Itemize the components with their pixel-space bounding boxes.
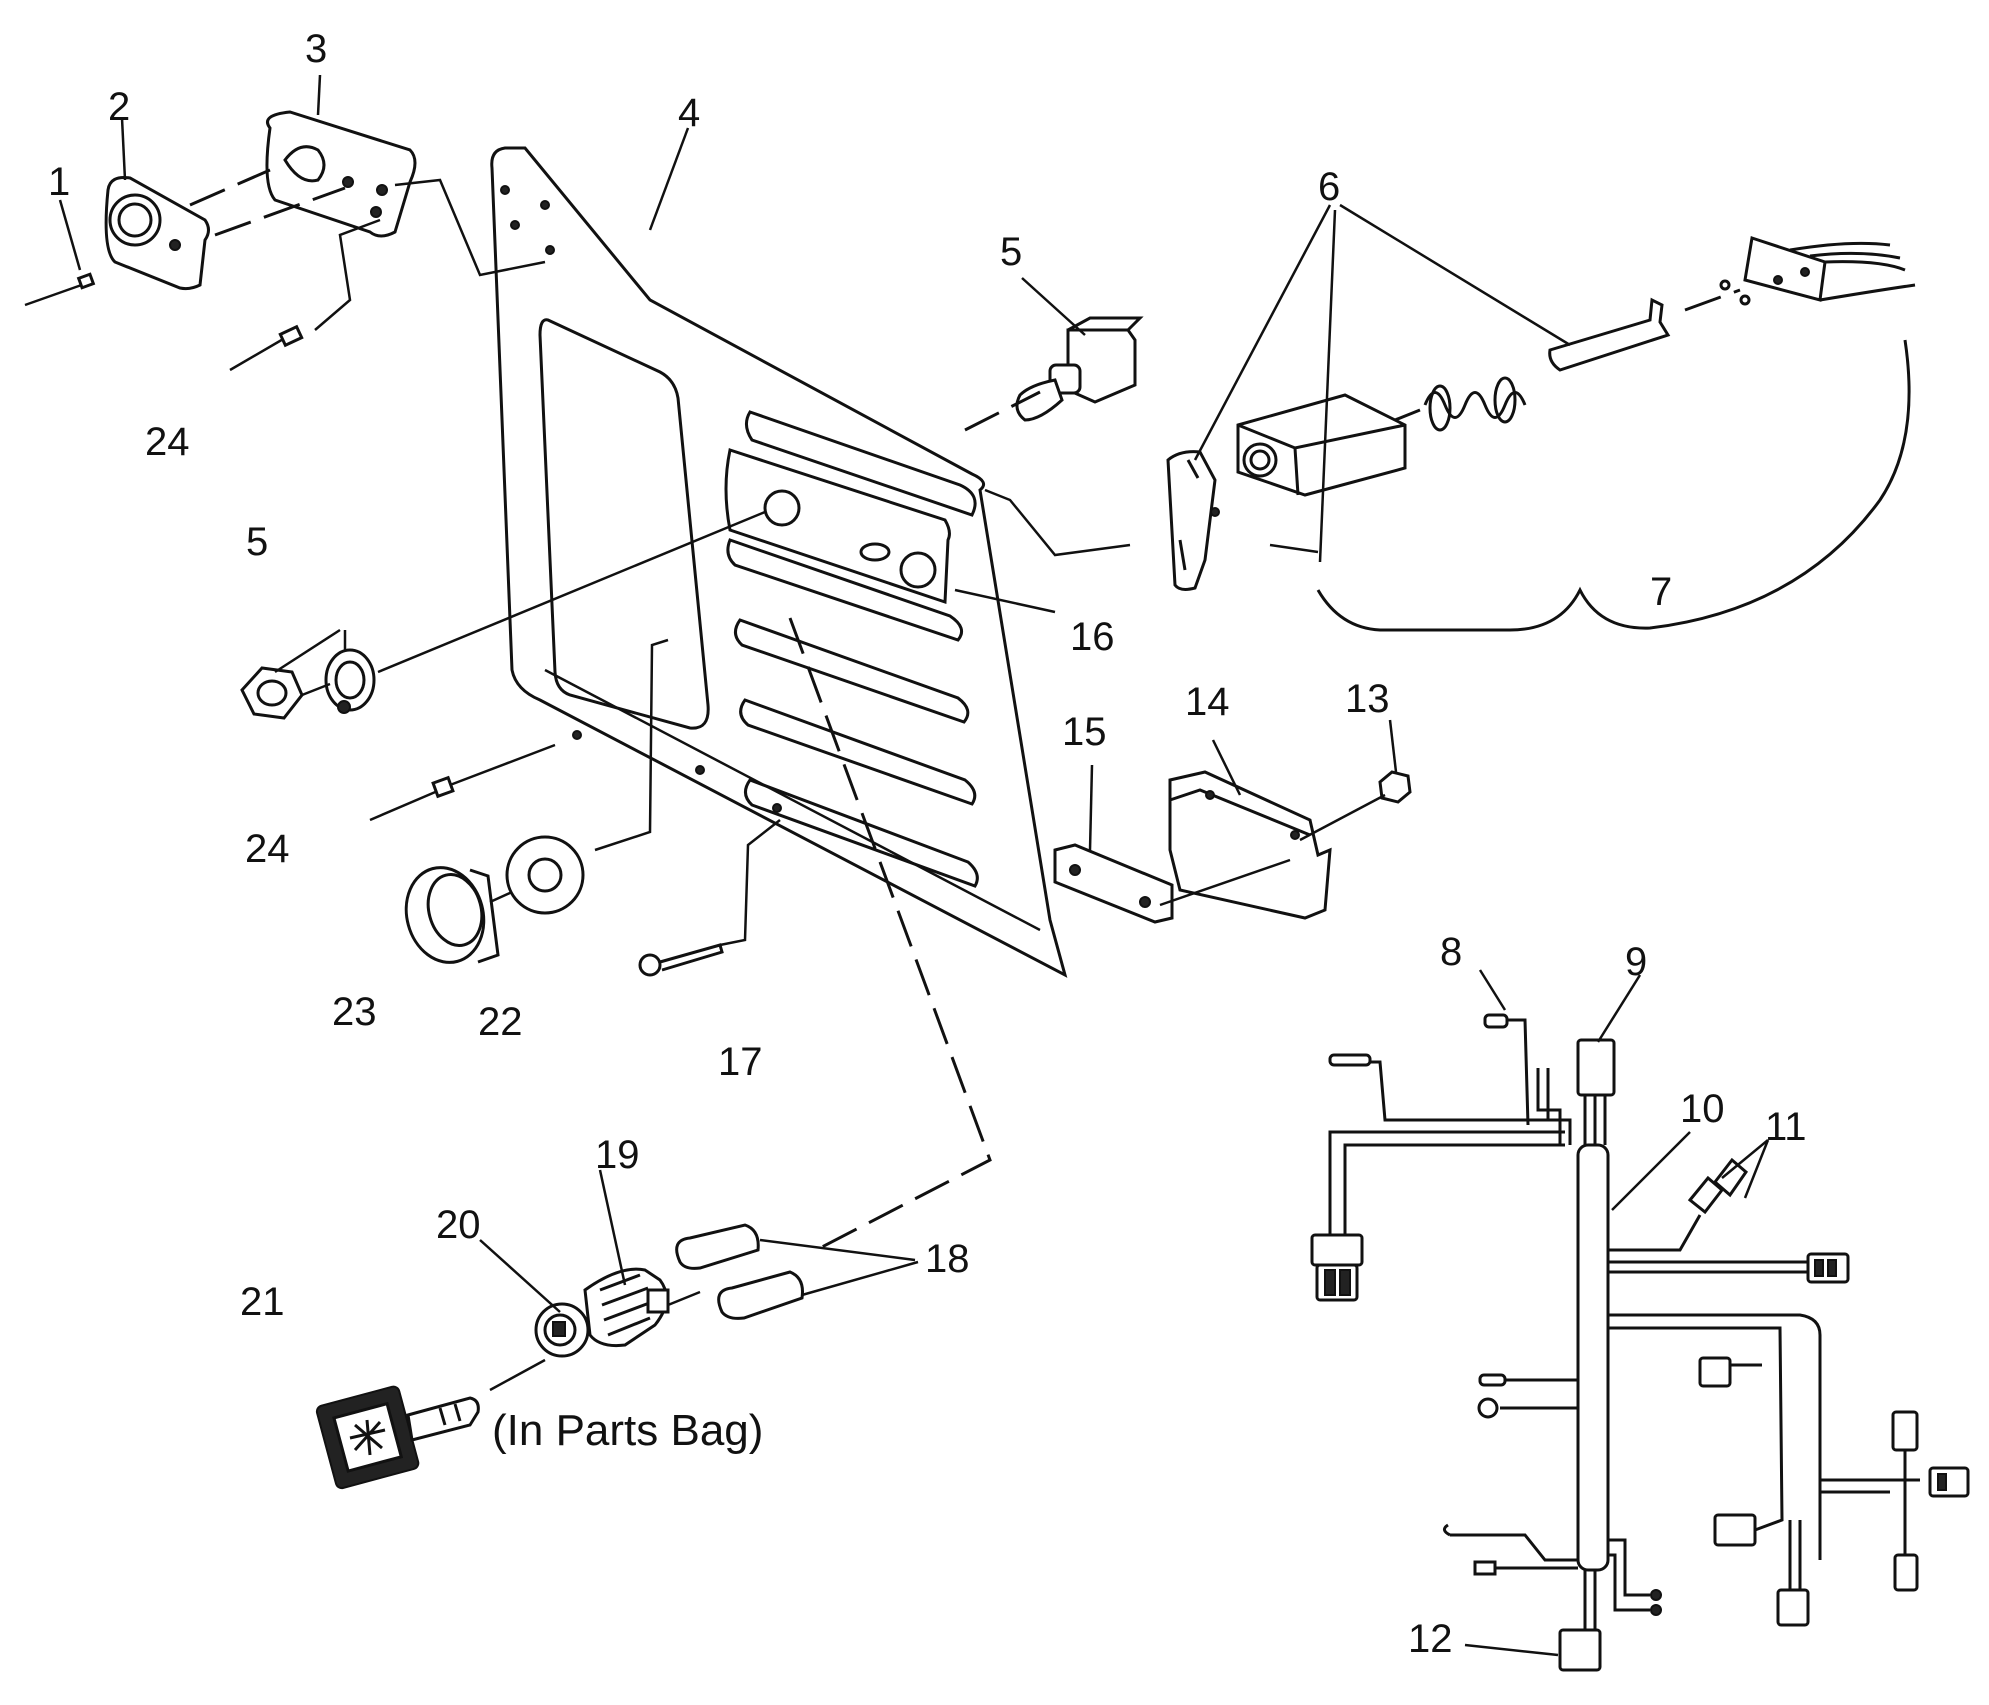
callout-19: 19: [595, 1133, 640, 1177]
screw-1: [24, 272, 96, 307]
callout-12: 12: [1408, 1617, 1453, 1661]
toggle-switch-5: [1015, 316, 1144, 422]
callout-22: 22: [478, 1000, 523, 1044]
callout-24-top: 24: [145, 420, 190, 464]
callout-5-left: 5: [246, 520, 268, 564]
nut-13: [1378, 770, 1412, 804]
callout-4: 4: [678, 91, 700, 135]
callout-9: 9: [1625, 940, 1647, 984]
callout-13: 13: [1345, 677, 1390, 721]
callout-23: 23: [332, 990, 377, 1034]
callout-2: 2: [108, 85, 130, 129]
screw-17: [638, 943, 724, 977]
callout-15: 15: [1062, 710, 1107, 754]
screw-24-top: [229, 324, 304, 372]
callout-18: 18: [925, 1237, 970, 1281]
lamp-bezel-2: [104, 176, 210, 291]
dash-panel: [490, 146, 1068, 978]
callout-7: 7: [1650, 570, 1672, 614]
latch-assembly-7: [1166, 236, 1916, 632]
lamp-bracket-3: [265, 110, 417, 238]
callout-10: 10: [1680, 1087, 1725, 1131]
callout-14: 14: [1185, 680, 1230, 724]
ignition-nut-23: [404, 866, 500, 964]
callout-17: 17: [718, 1040, 763, 1084]
bracket-15: [1053, 843, 1174, 924]
callout-3: 3: [305, 27, 327, 71]
ignition-switch-19: [534, 1267, 670, 1358]
ignition-key-21: [315, 1385, 480, 1490]
callout-16: 16: [1070, 615, 1115, 659]
parts-bag-note: (In Parts Bag): [492, 1406, 763, 1455]
callout-24-lower: 24: [245, 827, 290, 871]
callout-8: 8: [1440, 930, 1462, 974]
callout-1: 1: [48, 160, 70, 204]
switch-labels-18: [675, 1223, 804, 1320]
bracket-14: [1168, 770, 1332, 920]
nut-and-lockwasher-5: [240, 648, 376, 720]
callout-5-top: 5: [1000, 230, 1022, 274]
lock-washer-22: [505, 835, 585, 915]
screw-24-lower: [369, 775, 455, 822]
callout-6: 6: [1318, 165, 1340, 209]
wiring-harness-10: [1310, 1013, 1970, 1672]
callout-11: 11: [1765, 1105, 1807, 1149]
callout-20: 20: [436, 1203, 481, 1247]
callout-21: 21: [240, 1280, 285, 1324]
